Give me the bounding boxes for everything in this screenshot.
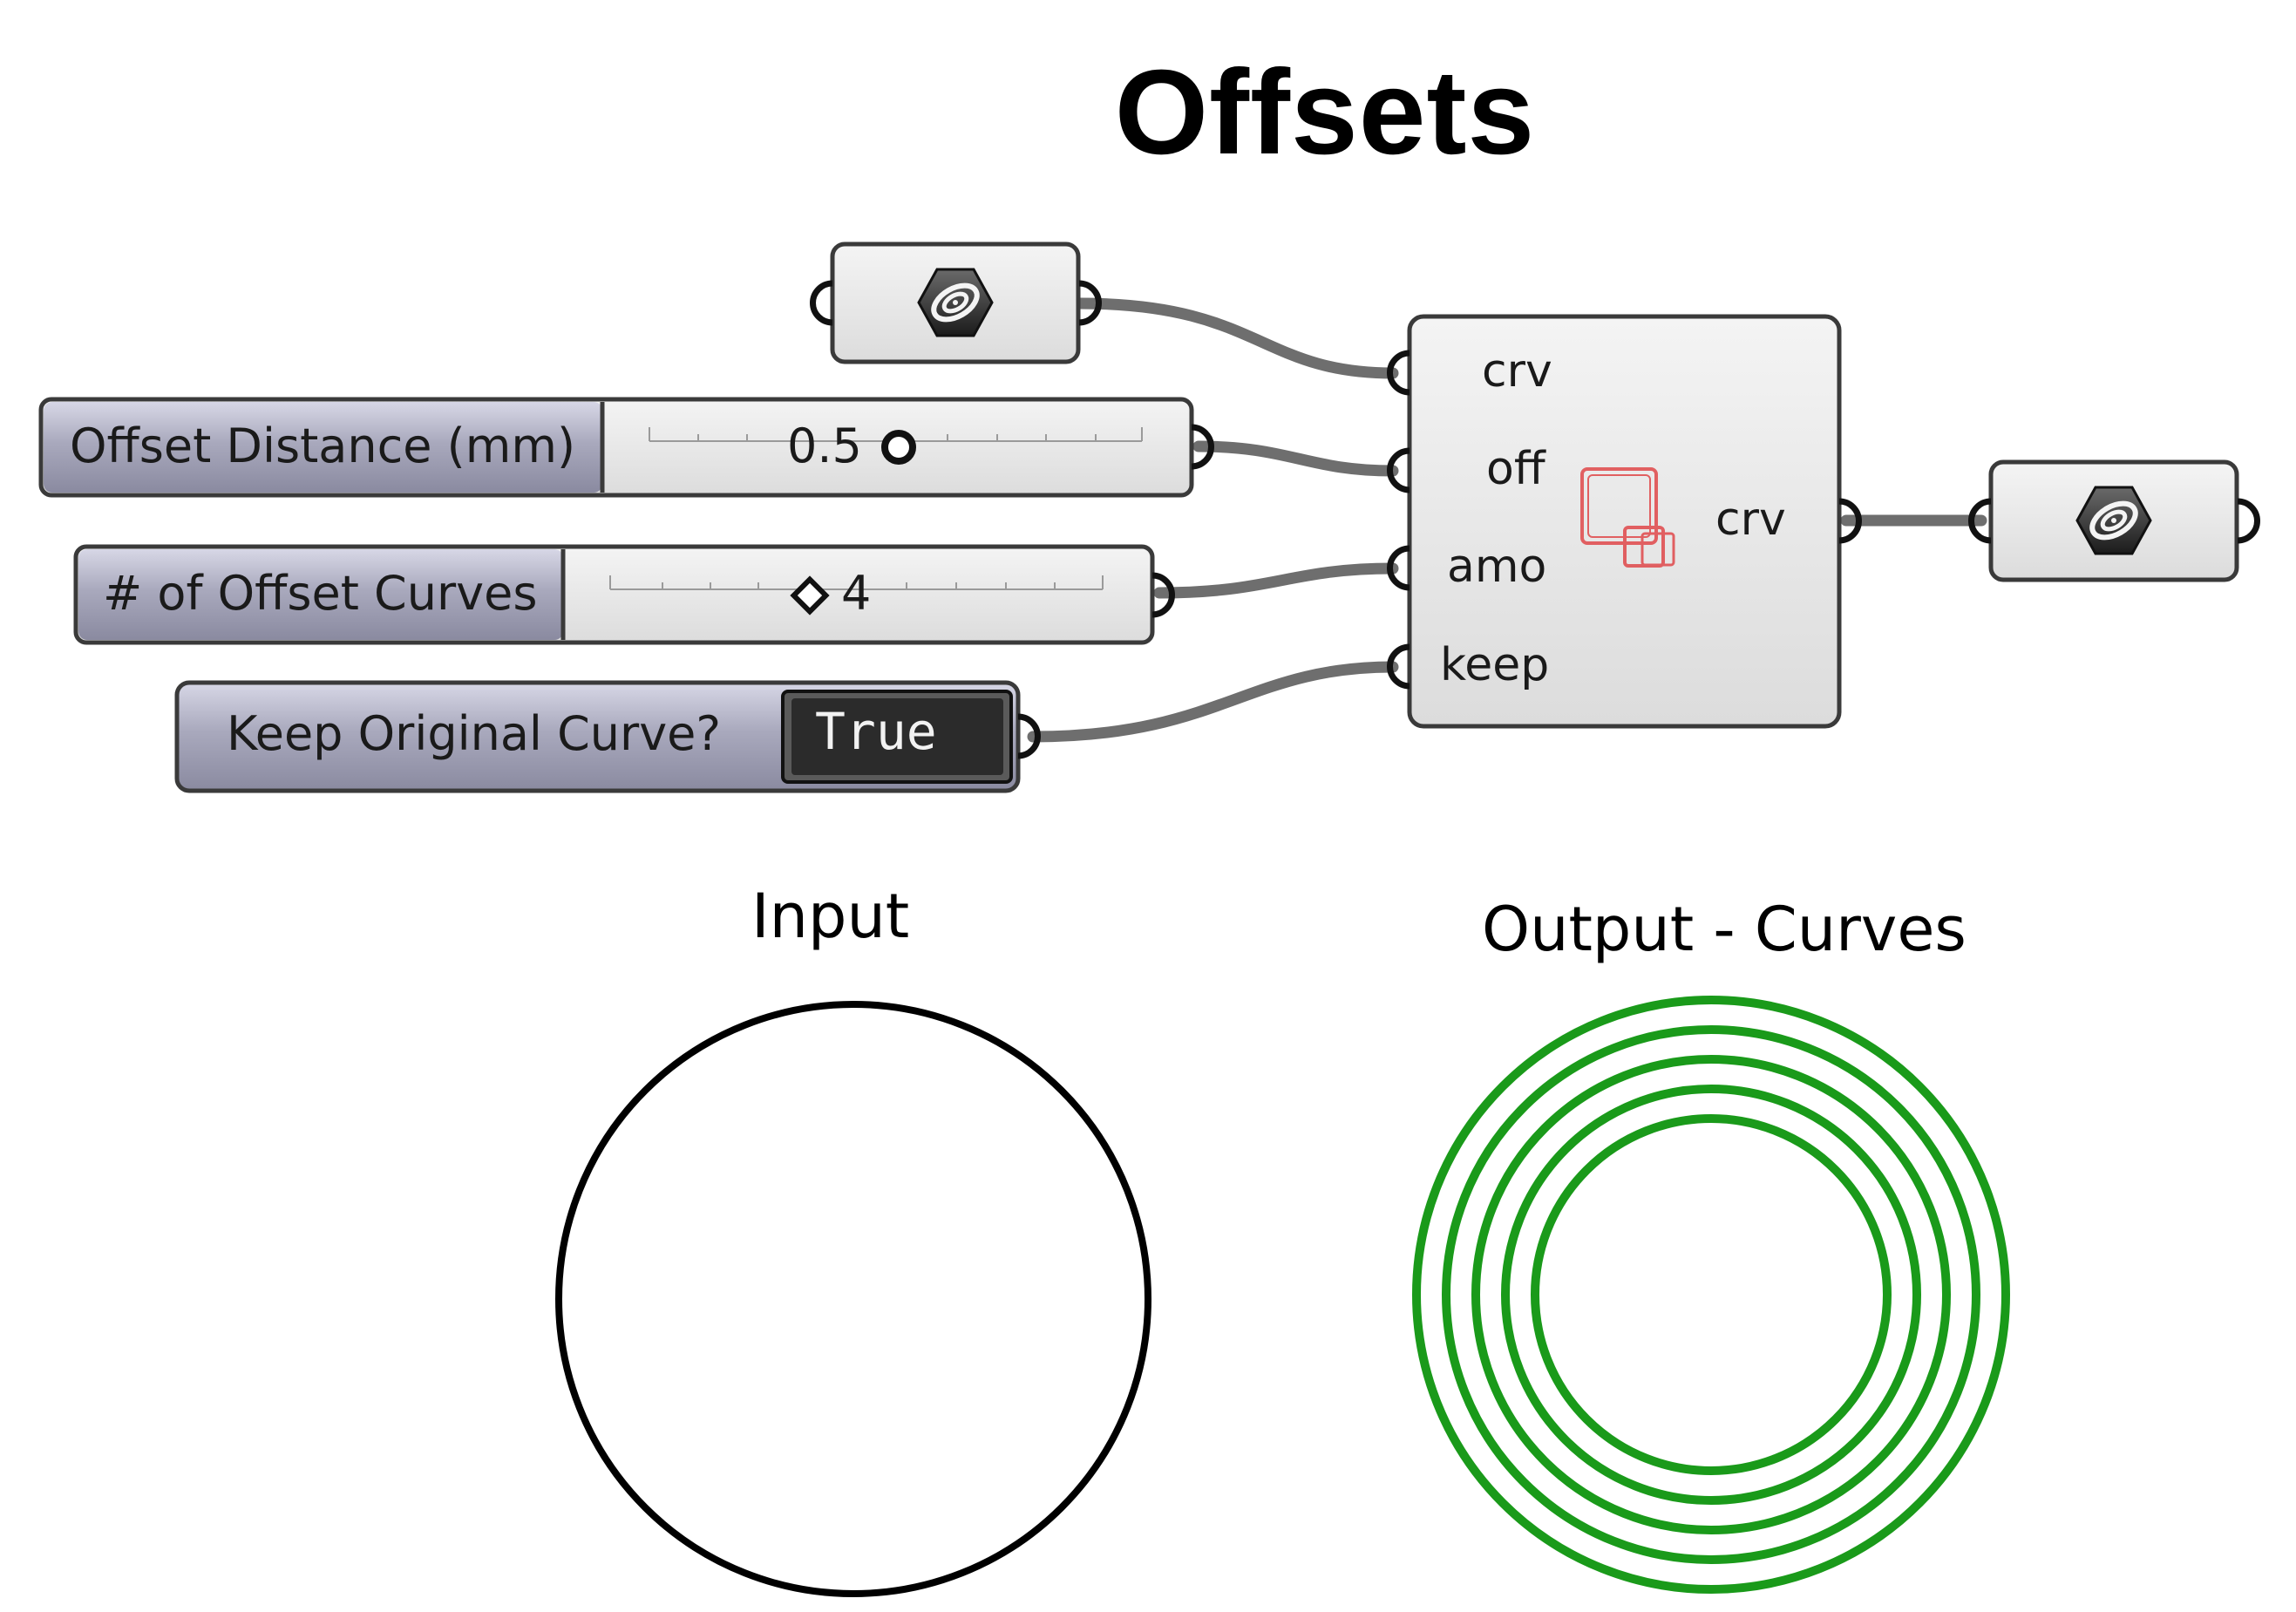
port-label-crv: crv: [1482, 345, 1552, 398]
page-title: Offsets: [1114, 45, 1536, 180]
port-label-off: off: [1486, 443, 1545, 495]
output-curve-4: [1501, 1085, 1921, 1505]
output-curves: [1412, 996, 2010, 1594]
port-label-keep: keep: [1440, 639, 1550, 691]
slider-label-offset-count: # of Offset Curves: [103, 566, 538, 621]
toggle-value[interactable]: True: [815, 702, 937, 761]
slider-value-offset-count: 4: [841, 566, 872, 621]
input-port-off: [1387, 447, 1410, 493]
port-label-output-crv: crv: [1715, 493, 1786, 546]
port-label-amo: amo: [1447, 541, 1547, 593]
output-port-crv: [1838, 498, 1862, 544]
input-section-label: Input: [751, 881, 910, 952]
output-curve-2: [1442, 1025, 1980, 1564]
offset-curve-icon: [1580, 467, 1675, 568]
output-port: [1078, 280, 1102, 326]
wire-crv-input: [1073, 297, 1399, 379]
output-curve-5: [1531, 1114, 1892, 1475]
slider-value-offset-distance: 0.5: [787, 418, 862, 473]
wires: [1027, 297, 1987, 743]
keep-original-toggle[interactable]: [174, 680, 1041, 793]
input-curve: [555, 1001, 1151, 1597]
input-port-keep: [1387, 643, 1410, 690]
output-port: [1017, 713, 1041, 759]
input-curve-param[interactable]: [810, 241, 1102, 364]
offset-distance-slider[interactable]: [38, 397, 1214, 498]
output-curve-1: [1412, 996, 2010, 1594]
offset-count-slider[interactable]: [73, 544, 1175, 645]
output-port: [1151, 572, 1175, 618]
toggle-label: Keep Original Curve?: [227, 706, 722, 761]
slider-grip: [881, 430, 916, 465]
input-port-amo: [1387, 545, 1410, 591]
offset-component[interactable]: [1387, 314, 1862, 729]
output-curve-param[interactable]: [1968, 459, 2260, 582]
wire-offset-distance: [1192, 440, 1399, 477]
input-port: [810, 280, 833, 326]
output-port: [2237, 498, 2260, 544]
input-port-crv: [1387, 350, 1410, 396]
output-port: [1191, 424, 1214, 470]
slider-label-offset-distance: Offset Distance (mm): [70, 418, 576, 473]
wire-offset-count: [1153, 562, 1399, 599]
slider-grip: [790, 575, 830, 616]
output-curve-3: [1471, 1055, 1951, 1534]
input-port: [1968, 498, 1992, 544]
output-section-label: Output - Curves: [1482, 894, 1967, 965]
wire-keep-toggle: [1027, 661, 1399, 743]
